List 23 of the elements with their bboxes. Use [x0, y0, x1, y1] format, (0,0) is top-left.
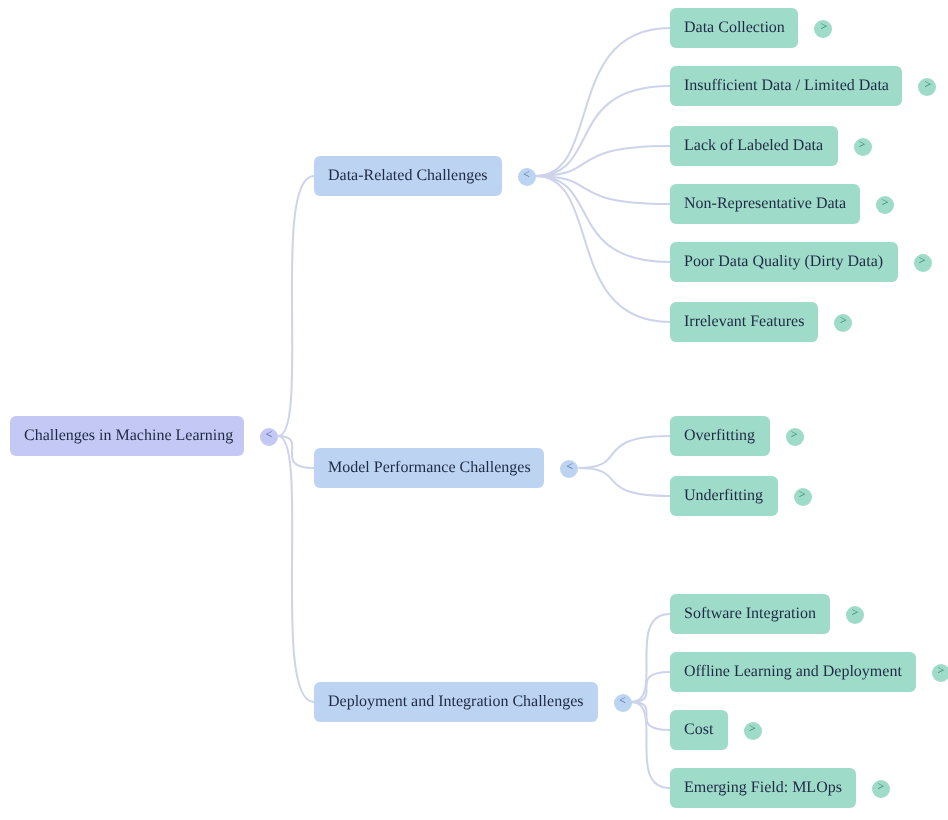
topic-box: Deployment and Integration Challenges [314, 682, 598, 722]
connector-curve [630, 701, 671, 789]
topic-box: Irrelevant Features [670, 302, 819, 342]
connector-curve [630, 613, 671, 703]
topic-box: Data-Related Challenges [314, 156, 502, 196]
topic-box: Insufficient Data / Limited Data [670, 66, 903, 106]
topic-box: Lack of Labeled Data [670, 126, 838, 166]
topic-box: Poor Data Quality (Dirty Data) [670, 242, 898, 282]
topic-box: Overfitting [670, 416, 770, 456]
topic-box: Cost [670, 710, 728, 750]
connector-curve [277, 435, 315, 703]
topic-box: Emerging Field: MLOps [670, 768, 856, 808]
topic-box: Software Integration [670, 594, 830, 634]
topic-box: Challenges in Machine Learning [10, 416, 244, 456]
connector-curve [534, 175, 671, 323]
connector-curve [577, 467, 671, 497]
topic-box: Data Collection [670, 8, 799, 48]
topic-box: Offline Learning and Deployment [670, 652, 916, 692]
connector-curve [277, 435, 315, 469]
topic-box: Underfitting [670, 476, 778, 516]
connector-curve [277, 175, 315, 437]
topic-box: Non-Representative Data [670, 184, 861, 224]
topic-box: Model Performance Challenges [314, 448, 545, 488]
